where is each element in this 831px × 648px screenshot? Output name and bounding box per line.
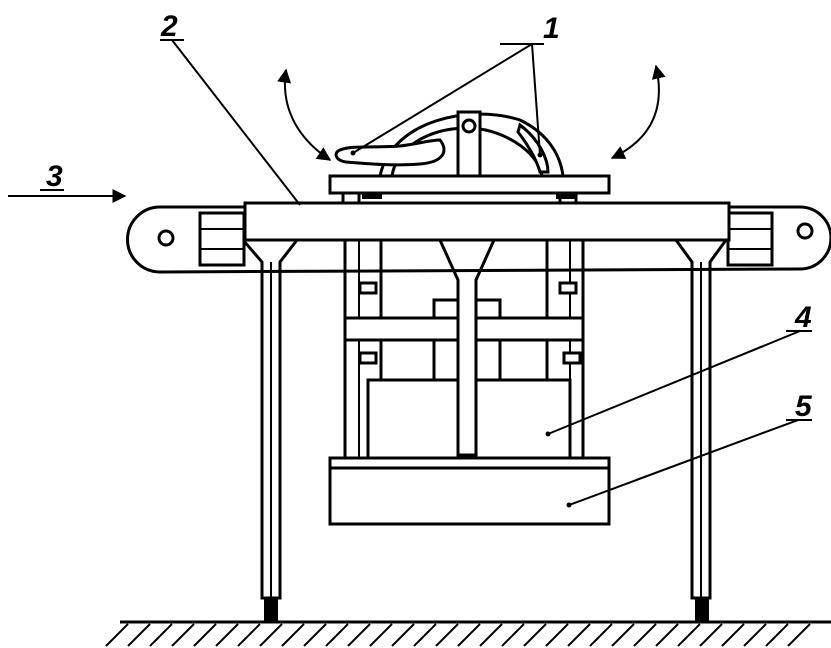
ground-hatch-line [743, 623, 767, 647]
ground-hatch-line [281, 623, 305, 647]
ground-hatch-line [391, 623, 415, 647]
label-5: 5 [795, 390, 813, 423]
right-leg [673, 238, 729, 622]
ground-hatch-line [545, 623, 569, 647]
platform [243, 174, 731, 242]
ground-hatch-line [127, 623, 151, 647]
label-4: 4 [794, 301, 812, 334]
ground-hatch-line [259, 623, 283, 647]
ground-hatch-line [347, 623, 371, 647]
ground-hatch-line [413, 623, 437, 647]
conveyor-belt [126, 205, 831, 274]
ground-hatch-line [171, 623, 195, 647]
ground-hatch-line [237, 623, 261, 647]
ground-hatch-line [457, 623, 481, 647]
ground-hatch-line [633, 623, 657, 647]
ground-hatch-line [193, 623, 217, 647]
ground-hatch-line [787, 623, 811, 647]
ground-hatch-line [501, 623, 525, 647]
ground-hatch-line [149, 623, 173, 647]
ground-hatch-line [215, 623, 239, 647]
ground-hatch-line [369, 623, 393, 647]
ground-hatch-line [325, 623, 349, 647]
ground [105, 620, 831, 647]
press-frame [343, 238, 585, 462]
left-leg [239, 238, 301, 622]
ground-hatch-line [765, 623, 789, 647]
ground-hatch-line [677, 623, 701, 647]
label-1: 1 [543, 12, 560, 45]
label-3: 3 [46, 160, 63, 193]
label-2: 2 [160, 10, 178, 43]
ground-hatch-line [105, 623, 129, 647]
ground-hatch-line [567, 623, 591, 647]
ground-hatch-line [699, 623, 723, 647]
water-bath [328, 456, 611, 526]
ground-hatch-line [655, 623, 679, 647]
ground-hatch-line [479, 623, 503, 647]
ground-hatch-line [721, 623, 745, 647]
ground-hatch-line [589, 623, 613, 647]
ground-hatch-line [303, 623, 327, 647]
leader-lines [40, 39, 812, 508]
ground-hatch-line [611, 623, 635, 647]
rotation-arrow-right [610, 64, 666, 159]
ground-hatch-line [435, 623, 459, 647]
ground-hatch-line [523, 623, 547, 647]
shoe-holder [334, 110, 565, 178]
rotation-arrow-left [277, 68, 332, 161]
